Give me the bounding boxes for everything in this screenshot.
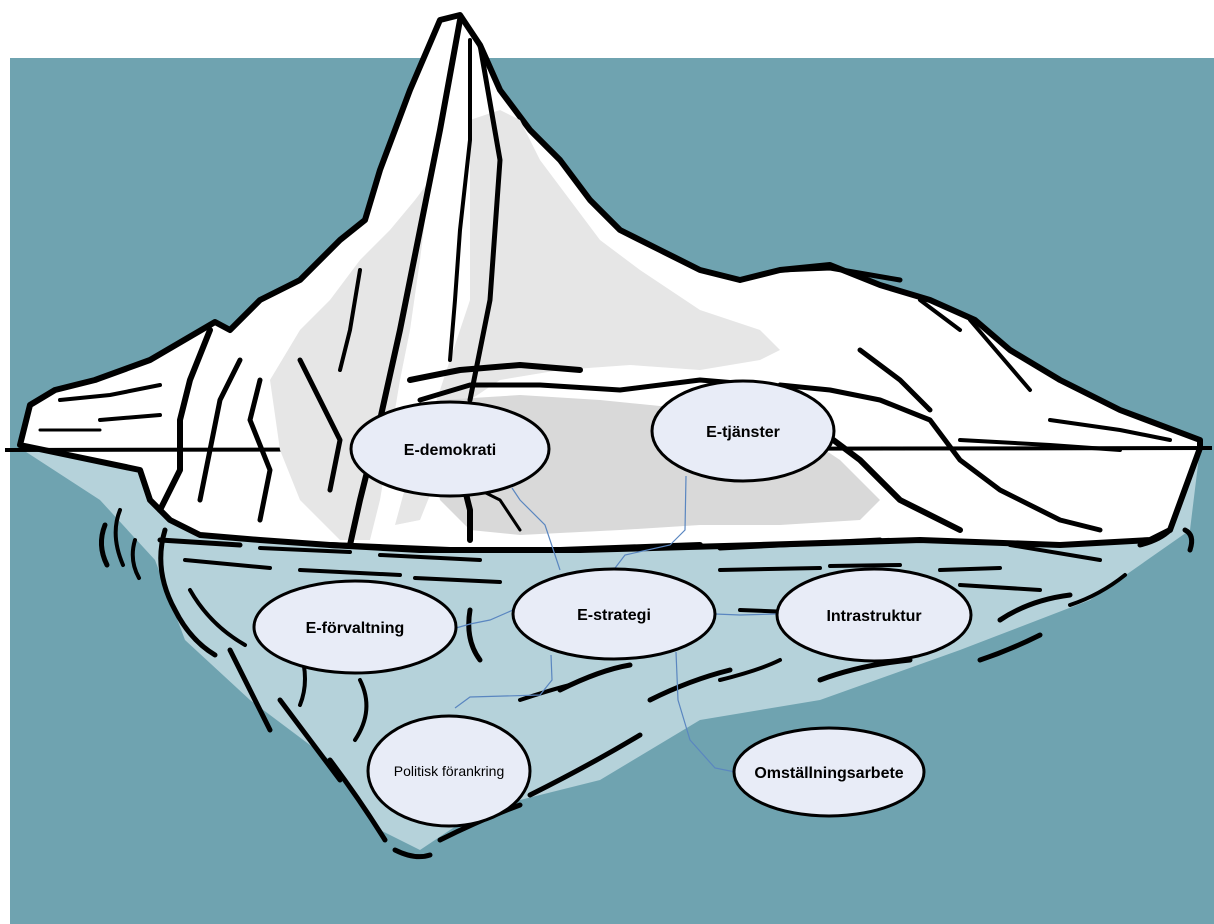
node-politisk-forankring: Politisk förankring: [366, 714, 532, 828]
node-e-strategi-label: E-strategi: [577, 607, 651, 624]
connector-e-tjanster-e-strategi: [611, 475, 687, 573]
node-e-strategi-shape: [511, 567, 717, 661]
node-e-demokrati: E-demokrati: [349, 400, 551, 498]
node-omstallningsarbete-shape: [732, 726, 926, 818]
connector-politisk-e-strategi: [454, 654, 553, 709]
node-politisk-forankring-label: Politisk förankring: [394, 763, 505, 779]
ice-crevices: [38, 17, 1172, 553]
ice-shadow-left: [270, 180, 430, 540]
node-intrastruktur-label: Intrastruktur: [826, 608, 921, 625]
node-e-forvaltning-label: E-förvaltning: [306, 620, 405, 637]
connector-e-forvaltning-e-strategi: [455, 609, 514, 629]
connector-omstallning-e-strategi: [675, 651, 736, 773]
node-e-demokrati-shape: [349, 400, 551, 498]
connector-lines: [454, 475, 777, 773]
node-e-tjanster: E-tjänster: [650, 379, 836, 483]
node-politisk-forankring-shape: [366, 714, 532, 828]
node-intrastruktur-shape: [775, 567, 973, 663]
node-e-forvaltning: E-förvaltning: [252, 579, 458, 675]
node-e-strategi: E-strategi: [511, 567, 717, 661]
node-e-forvaltning-shape: [252, 579, 458, 675]
connector-e-demokrati-e-strategi: [511, 487, 561, 571]
node-omstallningsarbete: Omställningsarbete: [732, 726, 926, 818]
node-omstallningsarbete-label: Omställningsarbete: [754, 765, 903, 782]
node-e-tjanster-label: E-tjänster: [706, 424, 780, 441]
node-e-tjanster-shape: [650, 379, 836, 483]
node-intrastruktur: Intrastruktur: [775, 567, 973, 663]
connector-intrastruktur-e-strategi: [714, 613, 777, 616]
node-e-demokrati-label: E-demokrati: [404, 442, 496, 459]
ice-shadow-center: [395, 110, 780, 525]
